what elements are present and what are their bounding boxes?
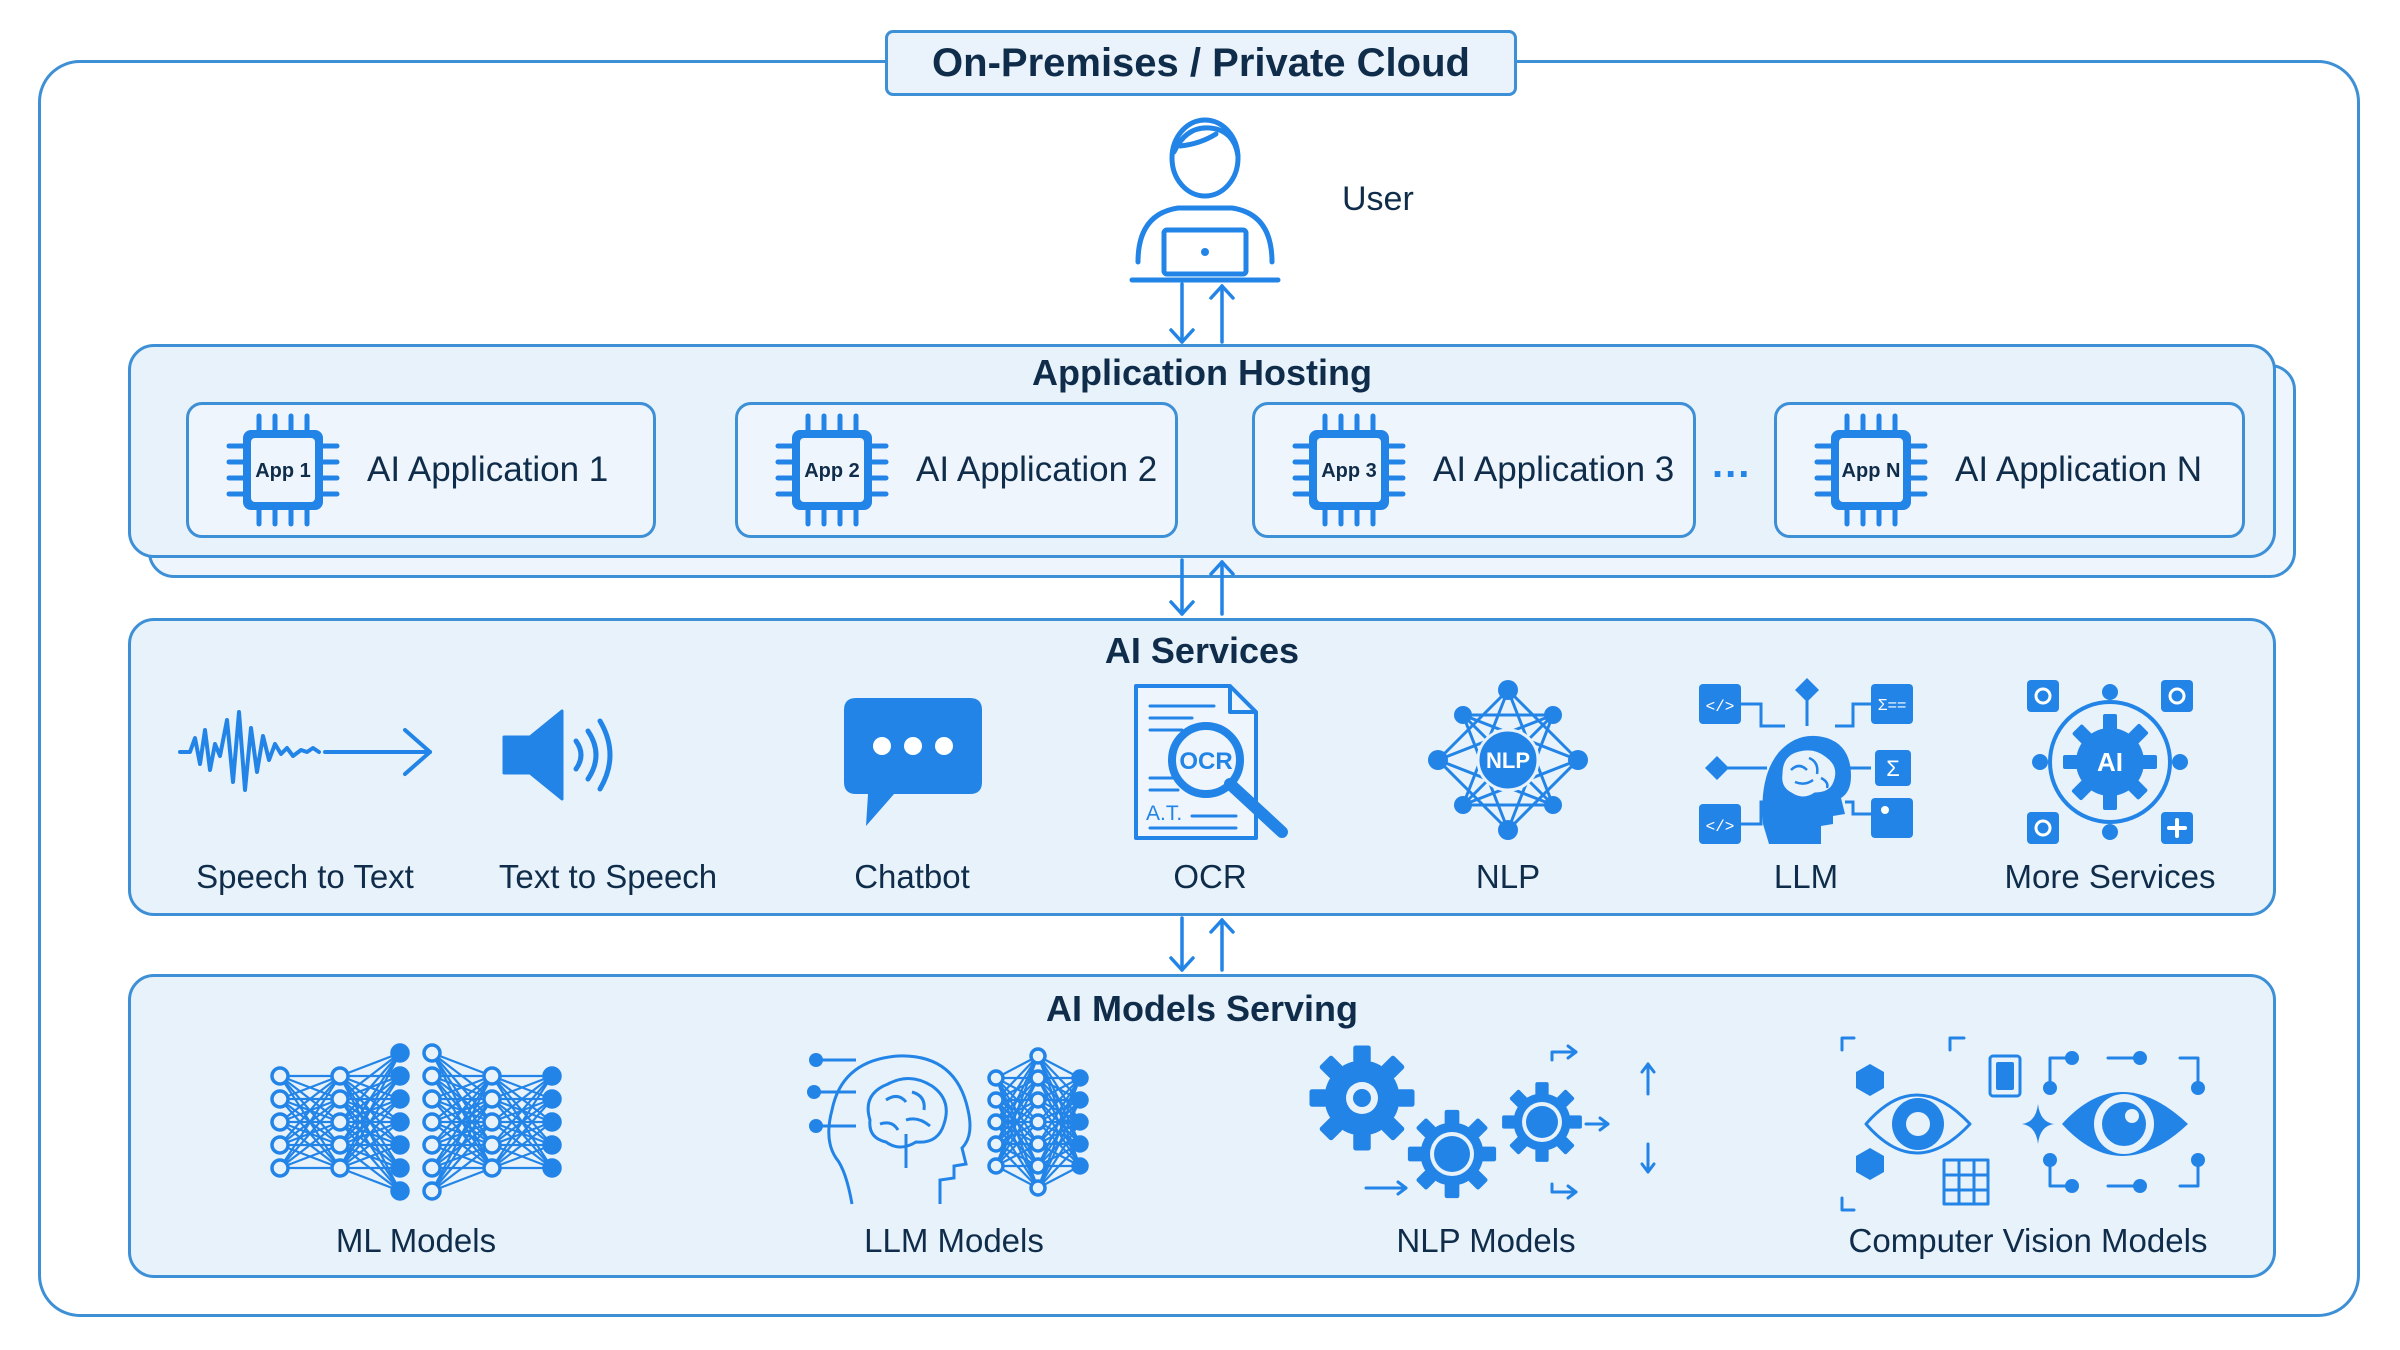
chip-icon: App 2 — [775, 413, 889, 527]
svg-text:Σ: Σ — [1886, 756, 1900, 781]
app-label: AI Application N — [1955, 450, 2203, 489]
chip-label: App 2 — [804, 460, 860, 482]
app-card-2: App 2 AI Application 2 — [735, 402, 1178, 538]
app-label: AI Application 1 — [367, 450, 609, 489]
speaker-icon — [502, 709, 613, 801]
chip-label: App N — [1842, 460, 1901, 482]
model-label-ml-models: ML Models — [335, 1222, 497, 1259]
app-label: AI Application 2 — [916, 450, 1158, 489]
application-hosting-title: Application Hosting — [1032, 352, 1372, 393]
neural-network-icon — [270, 1043, 562, 1201]
service-label-llm: LLM — [1773, 858, 1839, 895]
bidirectional-arrow-icon — [1169, 282, 1235, 344]
chip-label: App 3 — [1321, 460, 1377, 482]
llm-brain-icon: </> </> Σ== Σ — [1699, 678, 1913, 844]
user-laptop-icon — [1129, 117, 1281, 283]
ai-services-title: AI Services — [1104, 630, 1300, 671]
svg-text:</>: </> — [1706, 818, 1735, 836]
chat-bubble-icon — [844, 698, 982, 826]
ai-gear-icon: AI — [2027, 680, 2193, 844]
chip-icon: App N — [1814, 413, 1928, 527]
page-title: On-Premises / Private Cloud — [885, 30, 1517, 96]
ocr-doc-text: A.T. — [1146, 802, 1182, 825]
service-label-chatbot: Chatbot — [854, 858, 970, 895]
ai-models-serving-title: AI Models Serving — [1045, 988, 1359, 1029]
app-label: AI Application 3 — [1433, 450, 1675, 489]
app-card-3: App 3 AI Application 3 — [1252, 402, 1696, 538]
nlp-badge-text: NLP — [1486, 748, 1530, 773]
brain-network-icon — [807, 1047, 1089, 1205]
model-label-llm-models: LLM Models — [864, 1222, 1044, 1259]
chip-icon: App 1 — [226, 413, 340, 527]
app-card-4: App N AI Application N — [1774, 402, 2245, 538]
svg-text:Σ==: Σ== — [1878, 697, 1907, 714]
model-label-nlp-models: NLP Models — [1396, 1222, 1576, 1259]
nlp-network-icon: NLP — [1428, 680, 1588, 840]
vision-eye-icon — [1840, 1036, 2205, 1212]
ai-badge-text: AI — [2097, 747, 2123, 777]
ocr-badge-text: OCR — [1179, 748, 1232, 775]
bidirectional-arrow-icon — [1169, 558, 1235, 616]
gears-icon — [1309, 1044, 1656, 1200]
service-label-text-to-speech: Text to Speech — [498, 858, 718, 895]
chip-icon: App 3 — [1292, 413, 1406, 527]
service-label-nlp: NLP — [1475, 858, 1541, 895]
chip-label: App 1 — [255, 460, 311, 482]
svg-text:</>: </> — [1706, 698, 1735, 716]
service-label-ocr: OCR — [1173, 858, 1247, 895]
bidirectional-arrow-icon — [1169, 916, 1235, 972]
ocr-document-icon: OCR A.T. — [1134, 684, 1288, 840]
service-label-speech-to-text: Speech to Text — [196, 858, 414, 895]
user-label: User — [1342, 180, 1414, 218]
service-label-more-services: More Services — [2004, 858, 2216, 895]
model-label-computer-vision-models: Computer Vision Models — [1848, 1222, 2208, 1259]
more-apps-ellipsis: ... — [1712, 442, 1752, 486]
app-card-1: App 1 AI Application 1 — [186, 402, 656, 538]
waveform-arrow-icon — [178, 710, 432, 792]
